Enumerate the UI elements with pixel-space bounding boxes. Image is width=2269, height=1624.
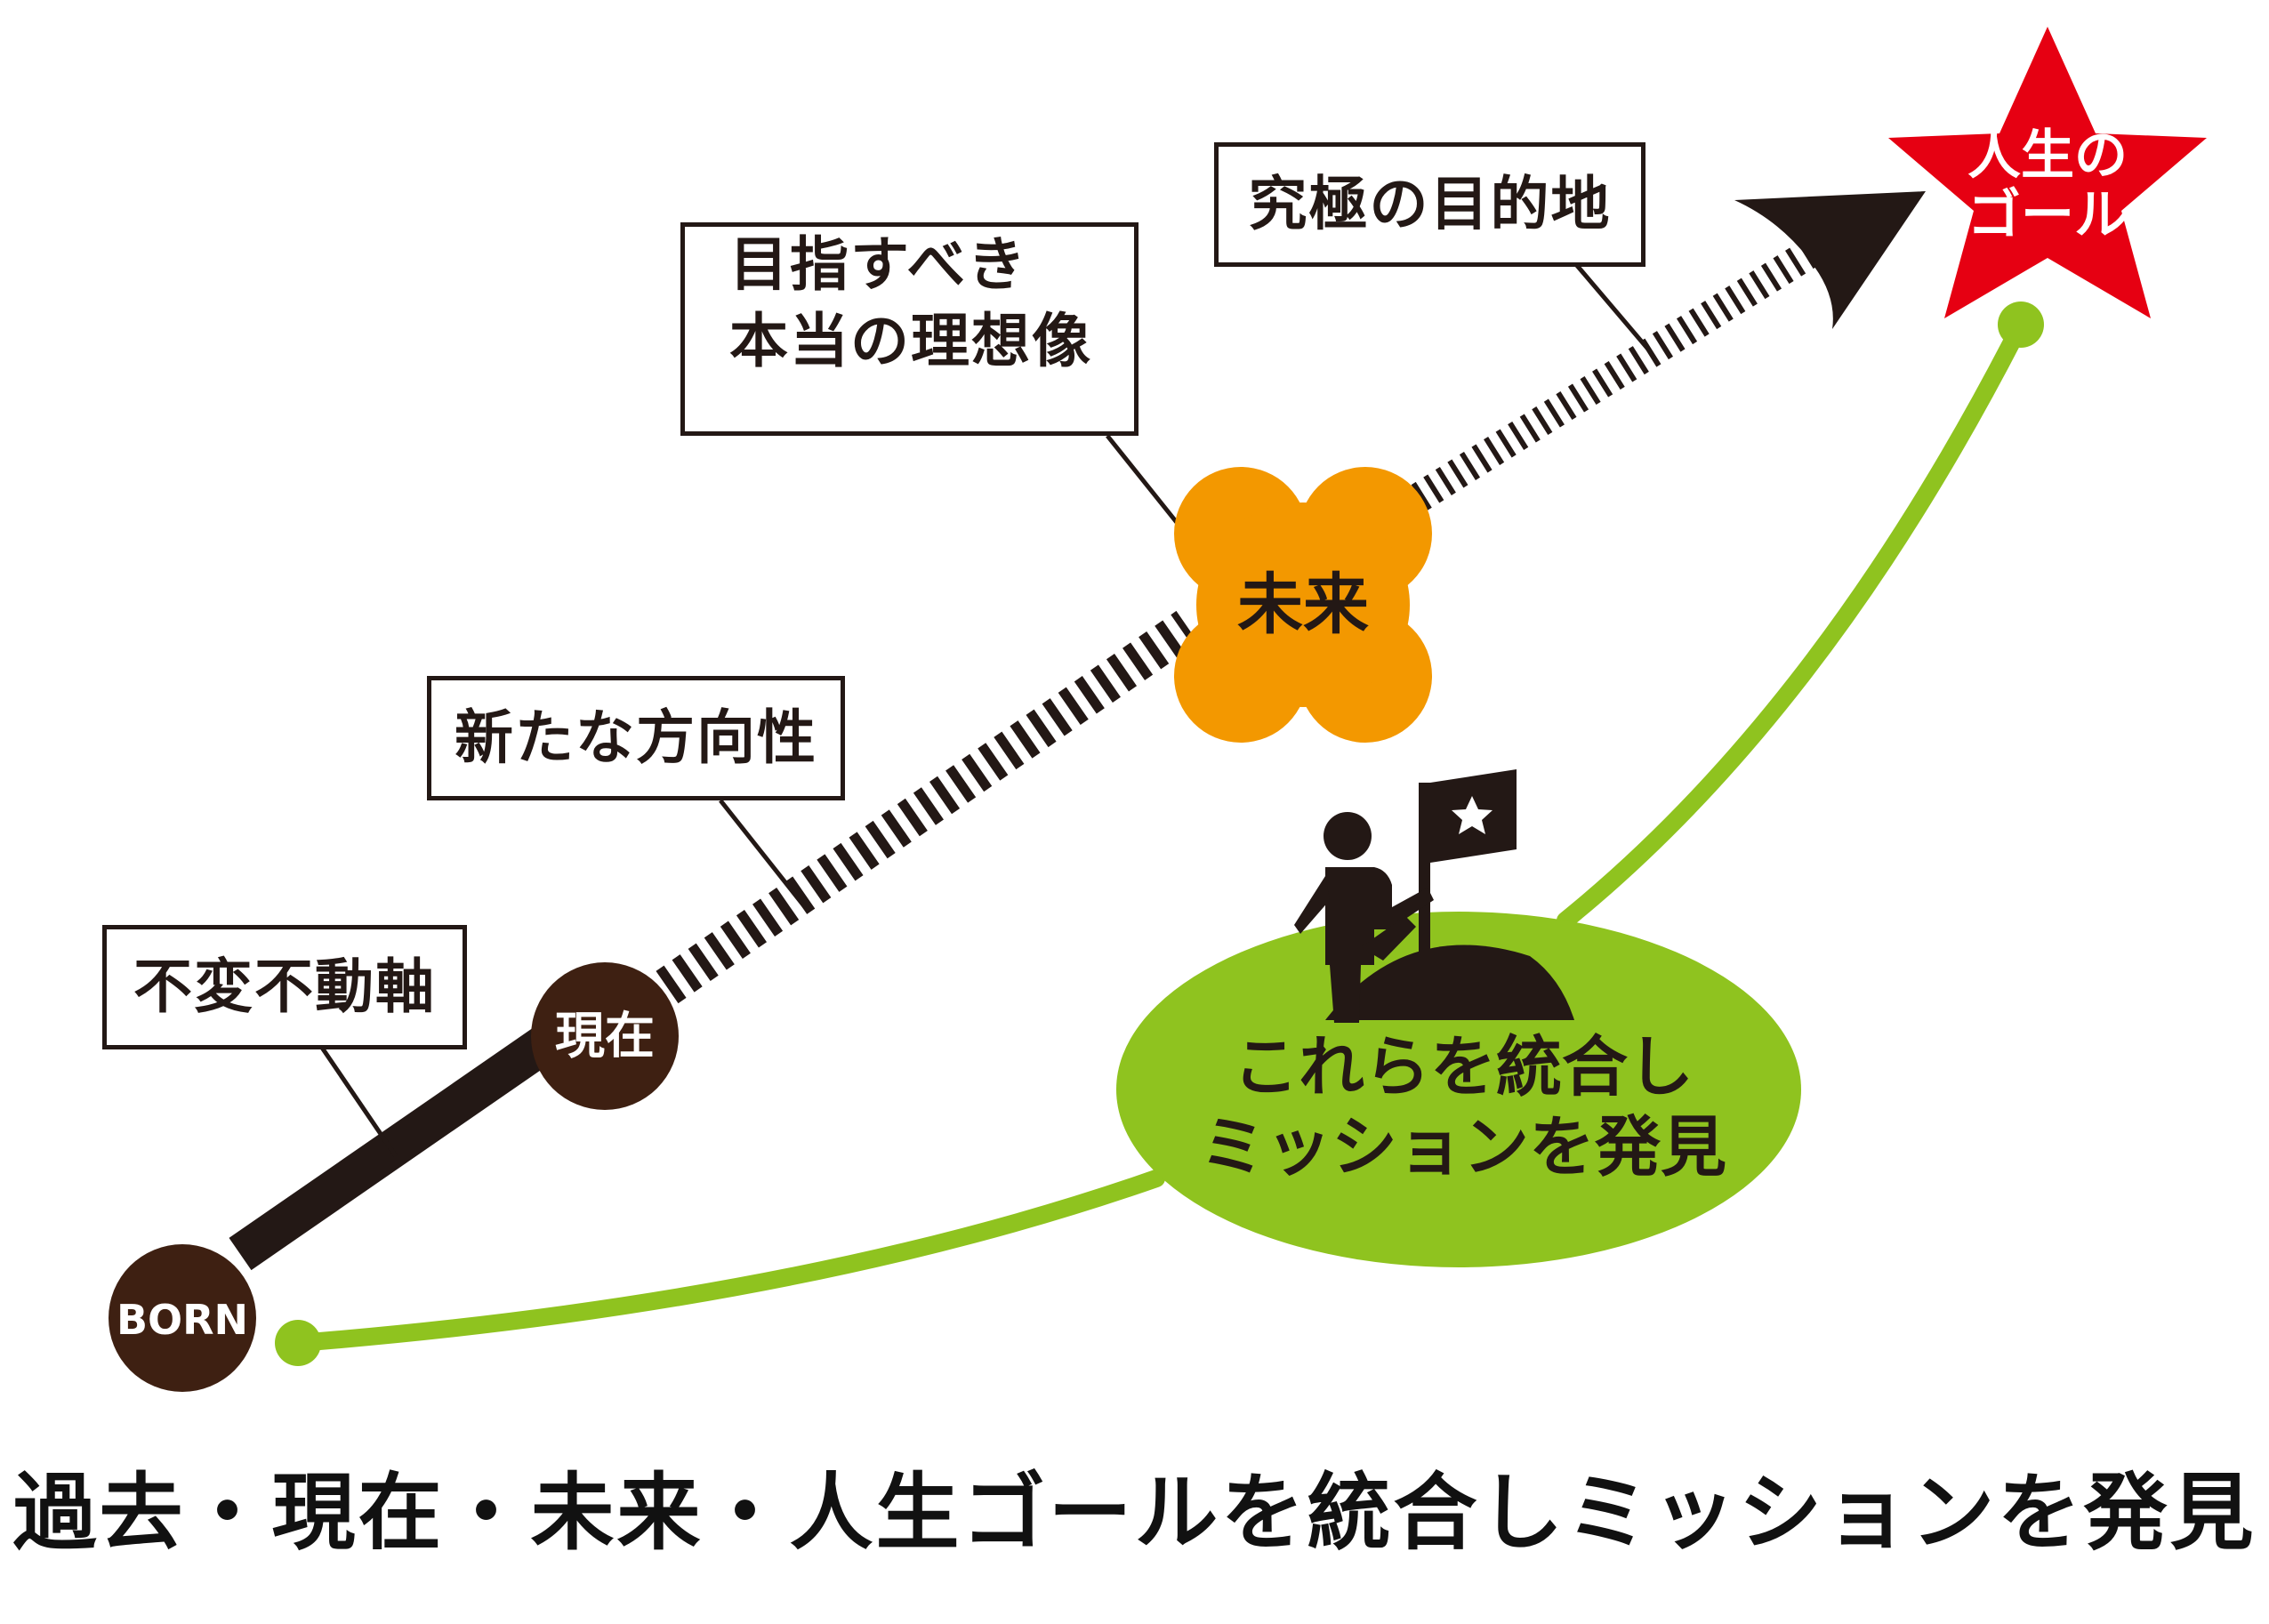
green-path-upper: [1557, 316, 2030, 929]
mission-text-line1: これらを統合し: [1233, 1029, 1694, 1105]
climber-person-icon: [1294, 812, 1434, 1023]
label-ultimate-destination: 究極の目的地: [1214, 142, 1645, 267]
present-circle: [531, 962, 679, 1110]
born-label: BORN: [117, 1296, 248, 1344]
leader-ideal: [1106, 434, 1180, 527]
green-path-end-dot: [1998, 301, 2044, 348]
leader-immutable: [318, 1043, 398, 1158]
label-new-direction-text: 新たな方向性: [455, 703, 817, 773]
flag-icon: [1419, 769, 1517, 987]
direction-dash-thin: [1374, 231, 1832, 534]
born-circle: [109, 1244, 256, 1392]
bottom-caption: 過去・現在・未来・人生ゴールを統合しミッションを発見: [12, 1465, 2257, 1562]
future-shape: [1174, 467, 1432, 743]
label-ideal-image-line2: 本当の理想像: [729, 306, 1092, 375]
label-ideal-image-line1: 目指すべき: [729, 230, 1028, 299]
label-immutable-axis-text: 不変不動軸: [133, 953, 436, 1022]
leader-destination: [1573, 261, 1652, 353]
direction-arrow-head: [1734, 191, 1926, 329]
life-goal-label-line2: ゴール: [1967, 184, 2128, 246]
label-immutable-axis: 不変不動軸: [102, 925, 467, 1049]
future-label: 未来: [1237, 567, 1369, 643]
life-goal-star: [1888, 27, 2207, 318]
label-ultimate-destination-text: 究極の目的地: [1248, 170, 1612, 239]
hill-icon: [1325, 945, 1574, 1020]
life-goal-label-line1: 人生の: [1967, 125, 2128, 187]
label-ideal-image: 目指すべき 本当の理想像: [680, 222, 1139, 436]
green-path-lower: [289, 1170, 1165, 1352]
green-path-start-dot: [275, 1320, 321, 1366]
present-label: 現在: [555, 1008, 655, 1065]
mission-text-line2: ミッションを発見: [1200, 1109, 1726, 1186]
label-new-direction: 新たな方向性: [427, 676, 845, 800]
leader-new-direction: [719, 799, 807, 909]
mission-ellipse: [1116, 912, 1801, 1267]
direction-dash-thick: [656, 610, 1199, 1004]
